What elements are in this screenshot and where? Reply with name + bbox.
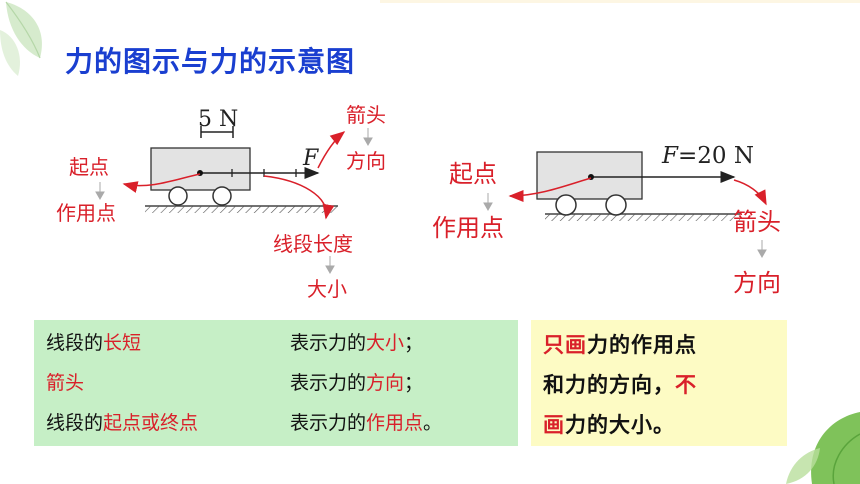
explanation-row: 箭头 表示力的方向； xyxy=(46,372,424,394)
left-arrowhead-label: 箭头 xyxy=(346,103,386,127)
arrowhead-pointer xyxy=(733,179,767,206)
right-force-diagram xyxy=(483,151,767,259)
cart-body xyxy=(150,147,251,191)
cart-wheel xyxy=(212,186,232,206)
explanation-row: 线段的长短 表示力的大小； xyxy=(46,332,424,354)
left-force-diagram xyxy=(95,126,373,275)
explanation-row: 线段的起点或终点 表示力的作用点。 xyxy=(46,412,443,434)
start-point-pointer xyxy=(122,173,201,193)
magnitude-label: 大小 xyxy=(307,277,347,301)
note-box: 只画力的作用点 和力的方向，不 画力的大小。 xyxy=(531,320,787,446)
note-line: 和力的方向，不 xyxy=(543,372,697,397)
note-line: 只画力的作用点 xyxy=(543,332,697,357)
ground xyxy=(145,206,338,213)
left-action-point-label: 作用点 xyxy=(56,201,116,225)
start-point-pointer xyxy=(508,177,592,202)
force-label: F xyxy=(303,146,319,171)
cart-wheel xyxy=(605,194,627,216)
right-arrowhead-label: 箭头 xyxy=(733,208,781,236)
cart-wheel xyxy=(555,194,577,216)
left-direction-label: 方向 xyxy=(346,149,386,173)
scale-label: 5 N xyxy=(198,107,239,132)
force-diagrams xyxy=(95,126,767,275)
right-action-point-label: 作用点 xyxy=(432,214,504,242)
segment-length-pointer xyxy=(263,175,335,220)
leaf-decoration-icon xyxy=(0,1,42,76)
leaf-decoration-icon xyxy=(786,412,860,484)
force-value-label: F=20 N xyxy=(662,143,754,169)
arrowhead-pointer xyxy=(317,131,346,169)
top-decoration-band xyxy=(380,0,860,3)
right-start-point-label: 起点 xyxy=(449,160,497,188)
right-direction-label: 方向 xyxy=(733,269,781,297)
segment-length-label: 线段长度 xyxy=(273,232,353,256)
explanation-box: 线段的长短 表示力的大小； 箭头 表示力的方向； 线段的起点或终点 表示力的作用… xyxy=(34,320,518,446)
ground xyxy=(545,214,740,221)
cart-wheel xyxy=(168,186,188,206)
page-title: 力的图示与力的示意图 xyxy=(65,45,356,78)
note-line: 画力的大小。 xyxy=(543,412,675,437)
left-start-point-label: 起点 xyxy=(69,155,109,179)
